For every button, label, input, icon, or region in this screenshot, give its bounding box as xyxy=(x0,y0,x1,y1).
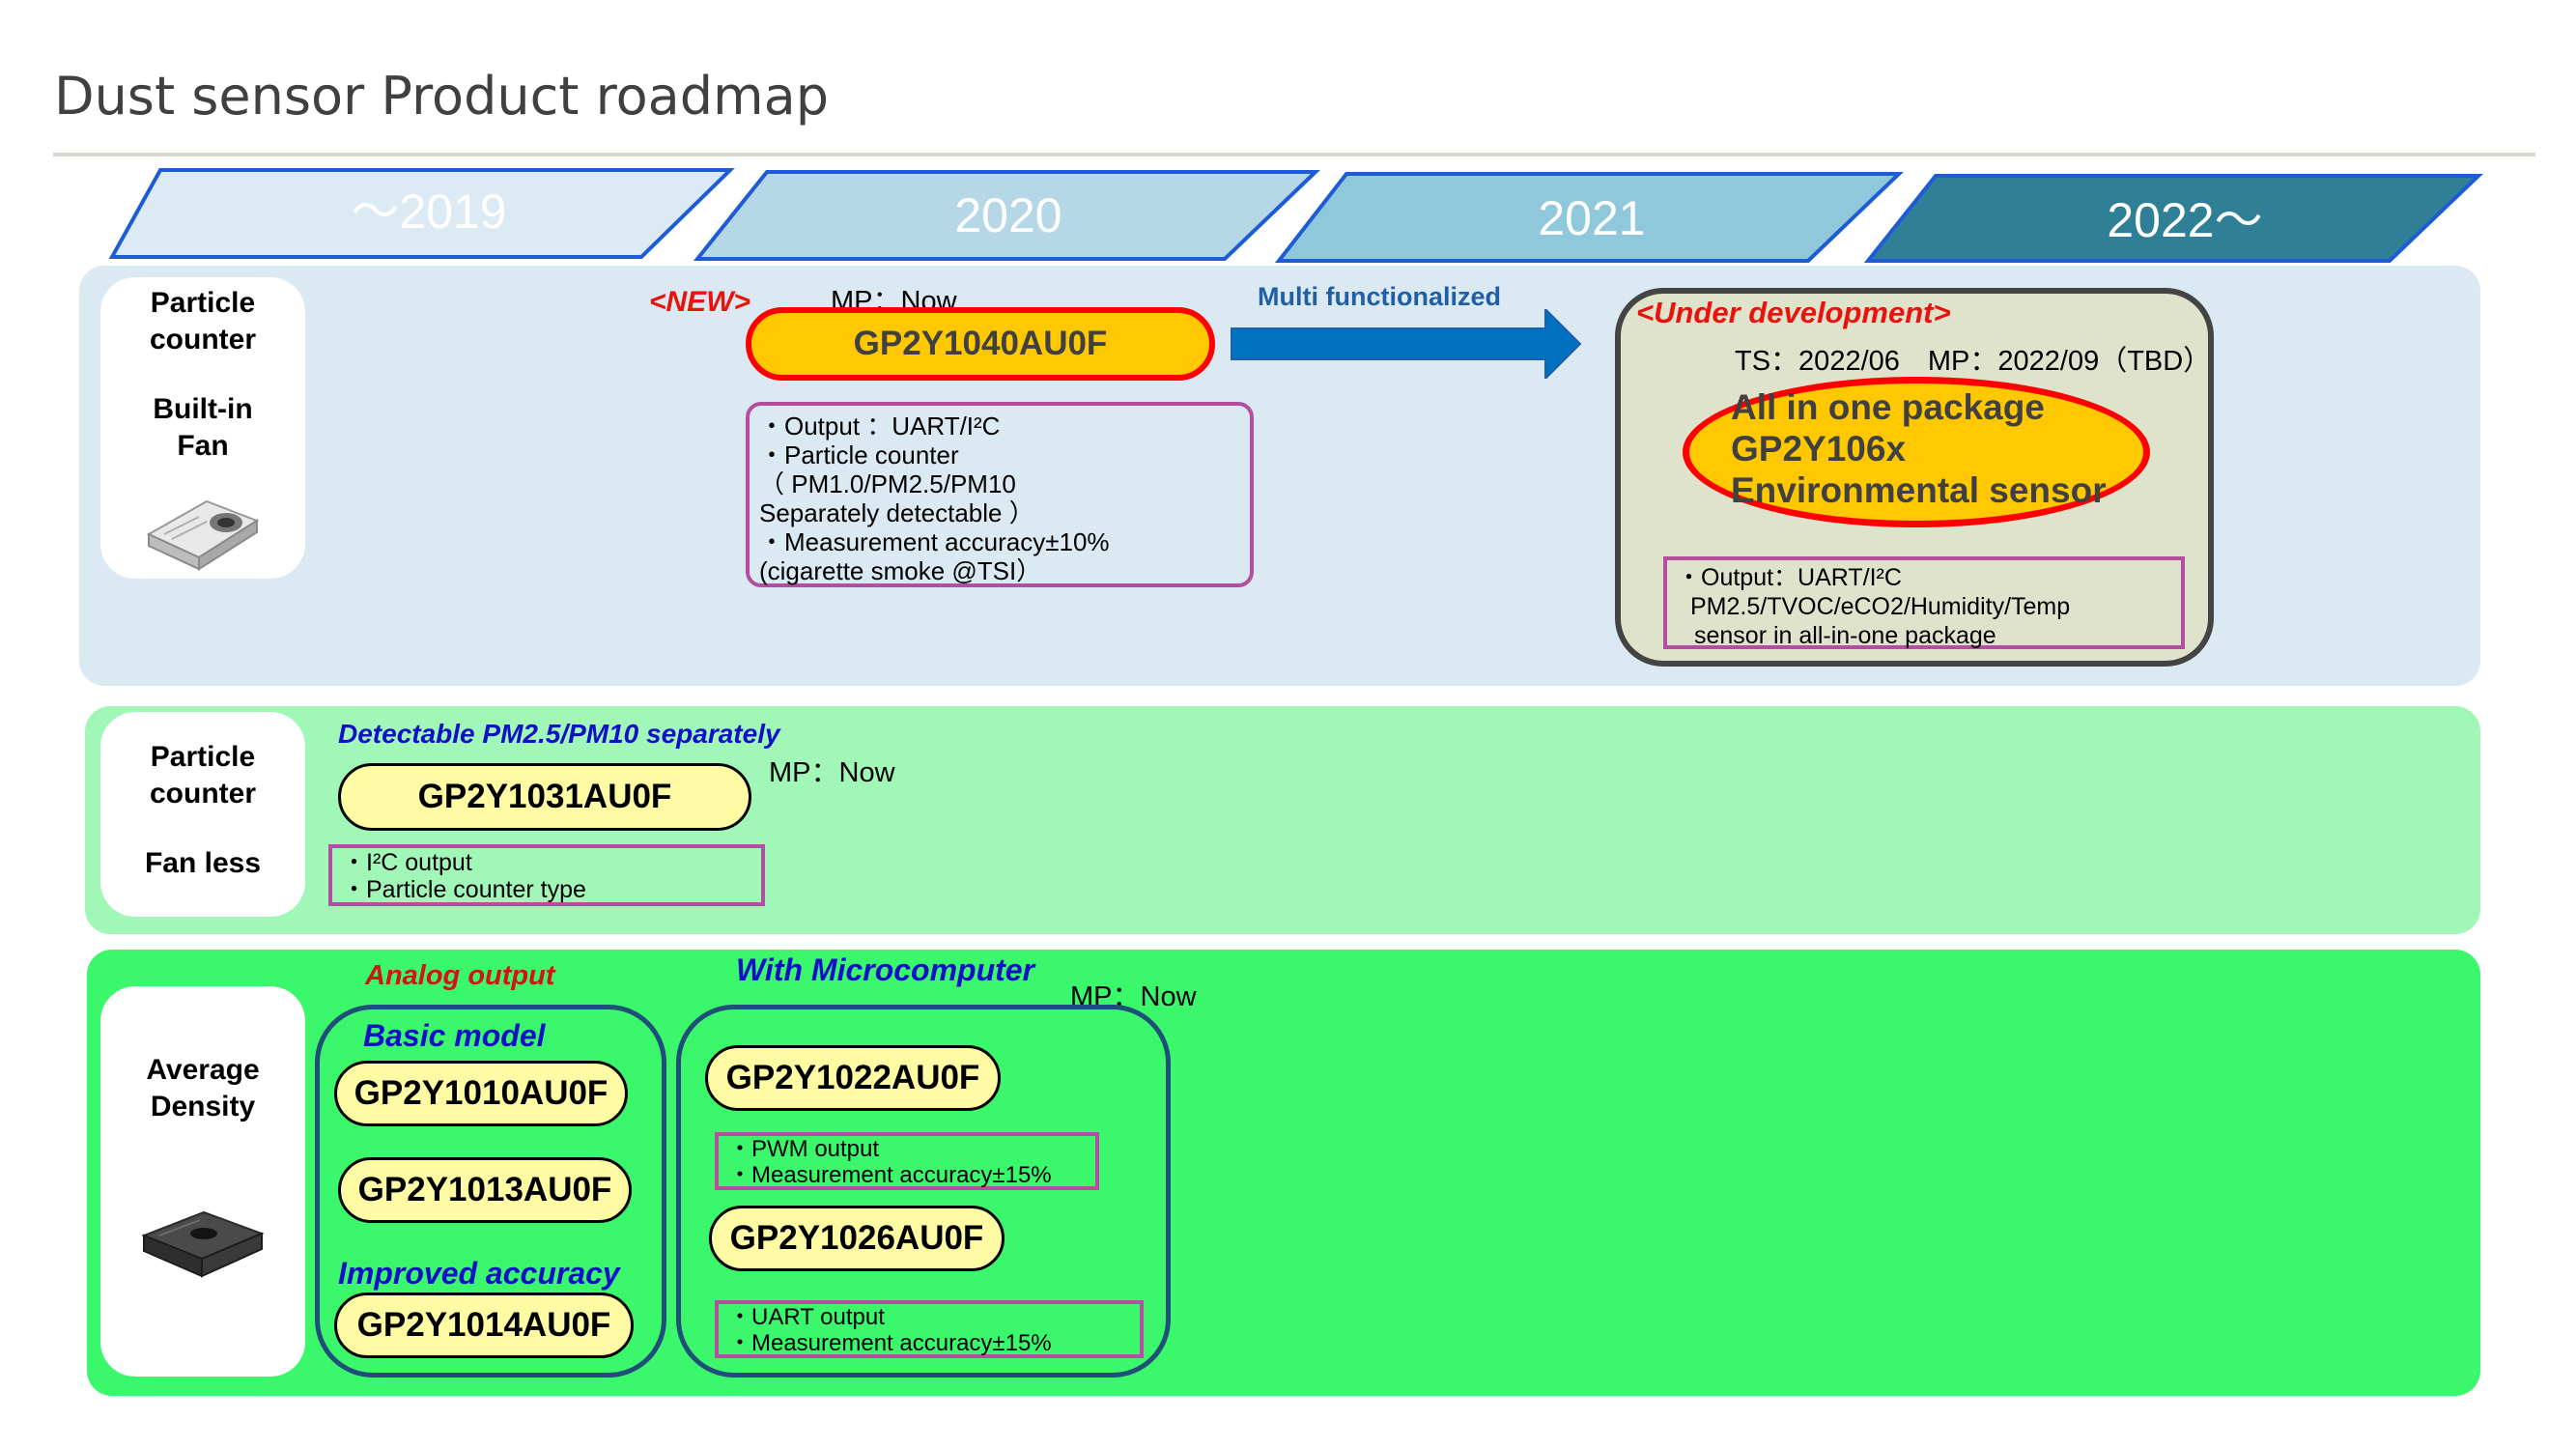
product-gp2y1013au0f: GP2Y1013AU0F xyxy=(338,1157,632,1223)
product-line: GP2Y106x xyxy=(1731,429,1907,469)
spec-box-gp2y1040au0f: ・Output ：UART/I²C ・Particle counter （ PM… xyxy=(746,402,1254,587)
timeline-label: 2021 xyxy=(1538,191,1645,245)
spec-box-gp2y1026au0f: ・UART output ・Measurement accuracy±15% xyxy=(715,1300,1144,1358)
mp-label: MP：Now xyxy=(769,757,895,788)
page-title: Dust sensor Product roadmap xyxy=(54,66,829,127)
row-label-line: Density xyxy=(150,1091,256,1122)
spec-box-gp2y1022au0f: ・PWM output ・Measurement accuracy±15% xyxy=(715,1132,1099,1190)
timeline-year-2019: ～2019 xyxy=(108,168,735,259)
fan-sensor-image xyxy=(146,499,260,571)
timeline-header: ～2019 2020 2021 2022～ xyxy=(108,168,2483,263)
spec-line: Separately detectable ） xyxy=(759,498,1034,527)
timeline-segment-shape xyxy=(1274,172,1904,263)
spec-line: ・I²C output xyxy=(342,849,472,876)
row-label-average-density: Average Density xyxy=(100,986,305,1377)
spec-line: ・Particle counter xyxy=(759,440,959,469)
analog-output-label: Analog output xyxy=(365,960,555,991)
row-label-line: Built-in xyxy=(153,393,253,425)
basic-model-label: Basic model xyxy=(363,1018,546,1053)
spec-line: PM2.5/TVOC/eCO2/Humidity/Temp xyxy=(1690,593,2071,620)
spec-box-gp2y1031au0f: ・I²C output ・Particle counter type xyxy=(328,844,765,906)
timeline-label: ～2019 xyxy=(351,185,506,239)
under-development-tag: <Under development> xyxy=(1636,296,1951,329)
timeline-segment-shape xyxy=(693,170,1320,261)
timeline-year-2021: 2021 xyxy=(1274,172,1904,263)
product-line: Environmental sensor xyxy=(1731,470,2107,510)
row-label-line: Average xyxy=(146,1054,260,1086)
spec-line: （ PM1.0/PM2.5/PM10 xyxy=(759,469,1016,498)
timeline-label: 2022～ xyxy=(2107,193,2262,247)
timeline-segment-shape xyxy=(108,168,735,259)
row-label-line: Fan xyxy=(177,430,229,462)
product-gp2y1026au0f: GP2Y1026AU0F xyxy=(709,1206,1005,1271)
with-microcomputer-label: With Microcomputer xyxy=(736,952,1035,987)
improved-accuracy-label: Improved accuracy xyxy=(338,1256,620,1291)
product-gp2y106x: All in one package GP2Y106x Environmenta… xyxy=(1731,386,2107,511)
spec-line: ・Output ：UART/I²C xyxy=(759,412,1001,440)
row-label-fan-less: Particle counter Fan less xyxy=(100,712,305,917)
spec-line: ・Measurement accuracy±15% xyxy=(728,1330,1052,1356)
product-gp2y1014au0f: GP2Y1014AU0F xyxy=(334,1293,634,1358)
spec-line: ・Output：UART/I²C xyxy=(1677,564,1902,591)
spec-line: ・Measurement accuracy±10% xyxy=(759,527,1110,556)
dust-sensor-module-image xyxy=(141,1210,265,1278)
timeline-year-2022: 2022～ xyxy=(1863,174,2483,263)
timeline-segment-shape xyxy=(1863,174,2483,263)
timeline-year-2020: 2020 xyxy=(693,170,1320,261)
product-gp2y1040au0f: GP2Y1040AU0F xyxy=(746,307,1215,381)
arrow-right-icon xyxy=(1231,309,1582,379)
product-gp2y1022au0f: GP2Y1022AU0F xyxy=(705,1045,1001,1111)
arrow-label: Multi functionalized xyxy=(1258,282,1501,311)
product-gp2y1031au0f: GP2Y1031AU0F xyxy=(338,763,751,831)
product-line: All in one package xyxy=(1731,387,2045,427)
product-gp2y1010au0f: GP2Y1010AU0F xyxy=(334,1061,628,1126)
row2-headline: Detectable PM2.5/PM10 separately xyxy=(338,719,780,749)
analog-output-group xyxy=(315,1005,666,1378)
dev-dates: TS：2022/06 MP：2022/09（TBD） xyxy=(1735,346,2212,377)
row-label-line: Fan less xyxy=(144,847,262,879)
row-label-built-in-fan: Particle counter Built-in Fan xyxy=(100,277,305,579)
row-label-line: Particle xyxy=(150,287,256,319)
spec-line: ・UART output xyxy=(728,1304,885,1330)
row-label-line: counter xyxy=(149,324,256,355)
row-label-line: Particle xyxy=(150,741,256,773)
microcomputer-group xyxy=(676,1005,1171,1378)
spec-line: ・Measurement accuracy±15% xyxy=(728,1162,1052,1188)
new-tag: <NEW> xyxy=(649,286,751,318)
spec-line: (cigarette smoke @TSI） xyxy=(759,556,1042,585)
product-gp2y106x-shape xyxy=(1683,377,2150,527)
title-divider xyxy=(53,153,2535,156)
row-label-line: counter xyxy=(149,778,256,810)
spec-box-gp2y106x: ・Output：UART/I²C PM2.5/TVOC/eCO2/Humidit… xyxy=(1663,556,2185,649)
timeline-label: 2020 xyxy=(954,188,1062,242)
spec-line: ・PWM output xyxy=(728,1136,880,1162)
spec-line: ・Particle counter type xyxy=(342,876,586,903)
spec-line: sensor in all-in-one package xyxy=(1694,622,1996,649)
